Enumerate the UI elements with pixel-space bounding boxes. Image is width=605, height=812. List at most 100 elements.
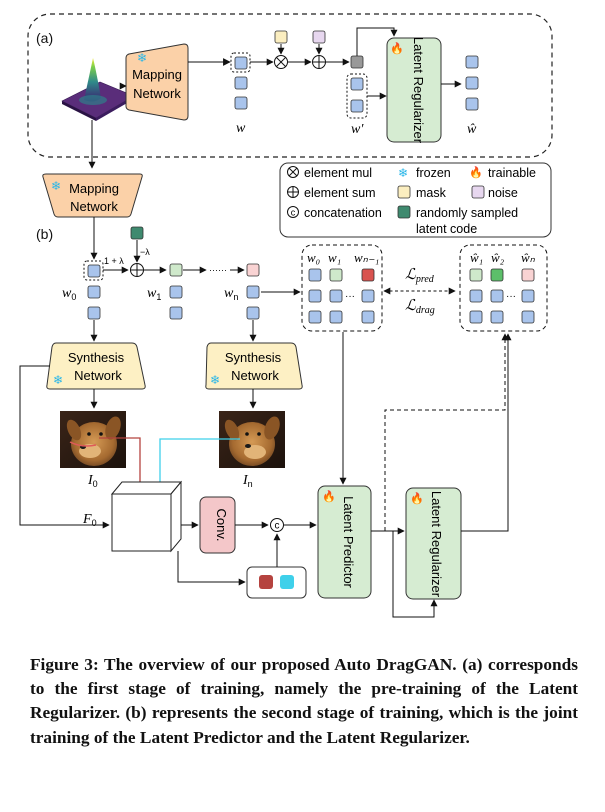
frozen-icon: ❄ bbox=[137, 51, 147, 65]
latent-cell bbox=[87, 264, 101, 278]
grid-right-header-w2: ŵ₂ bbox=[491, 250, 505, 265]
latent-cell bbox=[169, 285, 183, 299]
conv-block: Conv. bbox=[199, 496, 236, 554]
feature-cube-f0 bbox=[110, 480, 183, 553]
trainable-icon: 🔥 bbox=[410, 492, 424, 505]
latent-cell bbox=[246, 306, 260, 320]
frozen-icon: ❄ bbox=[53, 373, 63, 387]
minus-lambda-label: −λ bbox=[140, 247, 150, 257]
mapping-network-b-line1: Mapping bbox=[69, 181, 119, 196]
grid-left-header-wn-1: wₙ₋₁ bbox=[354, 250, 379, 265]
frozen-icon: ❄ bbox=[51, 179, 61, 193]
svg-text:randomly sampled: randomly sampled bbox=[416, 206, 518, 220]
synthesis-network-right: Synthesis Network ❄ bbox=[205, 342, 303, 390]
latent-predictor-label: Latent Predictor bbox=[341, 496, 356, 588]
mapping-network-a-line1: Mapping bbox=[132, 67, 182, 82]
latent-regularizer-b: 🔥 Latent Regularizer bbox=[405, 487, 462, 600]
trainable-icon: 🔥 bbox=[469, 166, 483, 179]
mapping-network-b-line2: Network bbox=[70, 199, 118, 214]
legend-trainable: 🔥 trainable bbox=[469, 166, 536, 180]
latent-regularizer-b-label: Latent Regularizer bbox=[429, 491, 444, 598]
latent-cell bbox=[465, 76, 479, 90]
concat-op: c bbox=[270, 518, 284, 532]
latent-cell-green bbox=[169, 263, 183, 277]
synthesis-right-line2: Network bbox=[231, 368, 279, 383]
latent-cell bbox=[234, 96, 248, 110]
dog-image-in bbox=[219, 411, 285, 468]
loss-pred-label: ℒpred bbox=[405, 267, 435, 285]
synthesis-left-line2: Network bbox=[74, 368, 122, 383]
sampled-latent-cell bbox=[130, 226, 144, 240]
latent-grid-right-frame bbox=[459, 244, 548, 332]
panel-b-label: (b) bbox=[36, 226, 53, 242]
latent-cell bbox=[465, 97, 479, 111]
legend-element-sum: element sum bbox=[287, 186, 376, 200]
grid-left-header-w1: w₁ bbox=[328, 250, 341, 265]
latent-cell bbox=[234, 76, 248, 90]
grid-right-header-w1: ŵ₁ bbox=[470, 250, 483, 265]
arrow-cube-to-sampled bbox=[177, 551, 246, 586]
figure-diagram: (a) Mapping Network ❄ w w′ bbox=[19, 13, 553, 618]
conv-label: Conv. bbox=[214, 509, 229, 542]
w0-label: w0 bbox=[62, 286, 76, 302]
trainable-icon: 🔥 bbox=[390, 42, 404, 55]
legend-element-mul: element mul bbox=[287, 166, 372, 180]
legend-noise: noise bbox=[471, 185, 518, 200]
legend-mask: mask bbox=[397, 185, 447, 200]
latent-grid-right: ··· bbox=[469, 268, 535, 324]
latent-cell bbox=[87, 306, 101, 320]
element-sum-op bbox=[312, 55, 326, 69]
w-hat-label: ŵ bbox=[467, 122, 477, 137]
latent-grid-left: ··· bbox=[308, 268, 375, 324]
predictor-bypass-below bbox=[392, 531, 438, 618]
grid-right-header-wn: ŵₙ bbox=[521, 250, 536, 265]
panel-a-label: (a) bbox=[36, 30, 53, 46]
legend-frozen: ❄ frozen bbox=[398, 166, 451, 180]
gaussian-surface-plot bbox=[61, 58, 135, 121]
ellipsis-dots: ······ bbox=[209, 265, 227, 275]
legend-concatenation: c concatenation bbox=[287, 206, 382, 220]
latent-regularizer-a: 🔥 Latent Regularizer bbox=[386, 37, 442, 144]
in-label: In bbox=[242, 473, 253, 489]
latent-cell bbox=[465, 55, 479, 69]
legend-randomly-sampled: randomly sampled latent code bbox=[397, 205, 518, 236]
latent-predictor: 🔥 Latent Predictor bbox=[317, 485, 372, 599]
red-feature-cell bbox=[259, 575, 273, 589]
noise-cell bbox=[312, 30, 326, 44]
svg-text:latent code: latent code bbox=[416, 222, 477, 236]
wn-label: wn bbox=[224, 286, 238, 302]
latent-cell-gray bbox=[350, 55, 364, 69]
arrow-regularizer-to-grid bbox=[461, 333, 512, 532]
latent-cell-pink bbox=[246, 263, 260, 277]
latent-cell bbox=[350, 99, 364, 113]
dog-image-i0 bbox=[60, 411, 126, 468]
svg-text:c: c bbox=[291, 208, 296, 218]
f0-label: F0 bbox=[82, 512, 97, 528]
grid-left-header-w0: w₀ bbox=[307, 250, 320, 265]
svg-text:trainable: trainable bbox=[488, 166, 536, 180]
arrow-synthesis-to-feature bbox=[19, 365, 110, 529]
arrow-top-bypass bbox=[356, 27, 398, 56]
svg-text:···: ··· bbox=[506, 291, 516, 302]
latent-cell bbox=[350, 77, 364, 91]
w-prime-label: w′ bbox=[351, 122, 364, 137]
svg-text:frozen: frozen bbox=[416, 166, 451, 180]
element-sum-op-b bbox=[130, 263, 144, 277]
svg-text:element sum: element sum bbox=[304, 186, 376, 200]
svg-text:concatenation: concatenation bbox=[304, 206, 382, 220]
latent-cell bbox=[234, 56, 248, 70]
cyan-feature-cell bbox=[280, 575, 294, 589]
figure-caption: Figure 3: The overview of our proposed A… bbox=[30, 655, 578, 747]
mask-cell bbox=[274, 30, 288, 44]
sampled-features-box bbox=[246, 566, 307, 599]
svg-text:···: ··· bbox=[345, 291, 355, 302]
frozen-icon: ❄ bbox=[210, 373, 220, 387]
svg-text:noise: noise bbox=[488, 186, 518, 200]
synthesis-right-line1: Synthesis bbox=[225, 350, 282, 365]
mapping-network-b: Mapping Network ❄ bbox=[42, 173, 143, 218]
trainable-icon: 🔥 bbox=[322, 490, 336, 503]
element-mul-op bbox=[274, 55, 288, 69]
mapping-network-a-line2: Network bbox=[133, 86, 181, 101]
latent-regularizer-a-label: Latent Regularizer bbox=[411, 37, 426, 144]
latent-cell bbox=[87, 285, 101, 299]
